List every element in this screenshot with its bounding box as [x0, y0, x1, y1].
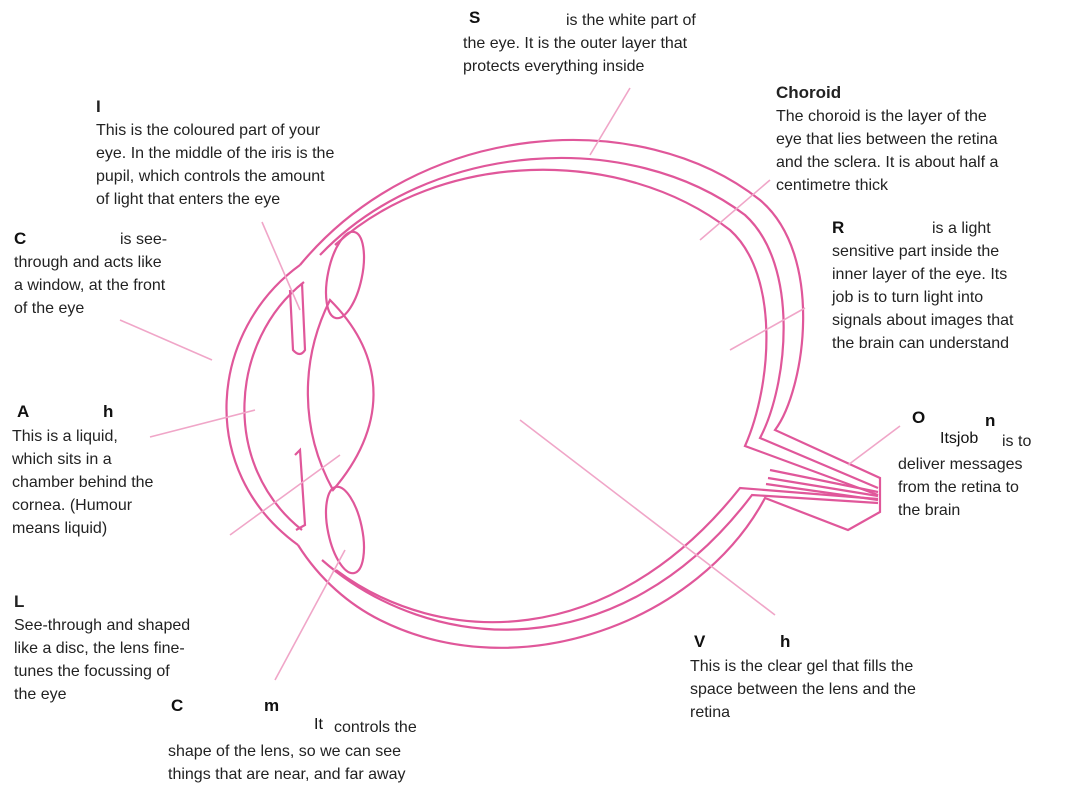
- cornea-outer: [226, 265, 300, 545]
- aqueous-initial-h: h: [103, 402, 113, 422]
- aqueous-initial-a: A: [17, 402, 29, 422]
- iris-description: This is the coloured part of your eye. I…: [96, 119, 406, 211]
- iris-initial: I: [96, 97, 101, 116]
- lens: [308, 300, 374, 490]
- cornea-description: is see- through and acts like a window, …: [14, 228, 214, 320]
- pointer-ciliary: [275, 550, 345, 680]
- optic-initial-n: n: [985, 411, 995, 431]
- sclera-description: is the white part of the eye. It is the …: [463, 9, 763, 78]
- ciliary-it: It: [314, 716, 323, 734]
- cornea-inner: [244, 282, 304, 530]
- aqueous-description: This is a liquid, which sits in a chambe…: [12, 425, 212, 540]
- lens-initial: L: [14, 592, 24, 611]
- pointer-retina: [730, 308, 805, 350]
- lens-label: L See-through and shaped like a disc, th…: [14, 567, 254, 729]
- ciliary-upper: [319, 228, 371, 321]
- optic-description: is to deliver messages from the retina t…: [898, 430, 1068, 522]
- vitreous-initial-h: h: [780, 632, 790, 652]
- lens-description: See-through and shaped like a disc, the …: [14, 614, 254, 706]
- ciliary-description: shape of the lens, so we can see things …: [168, 740, 488, 786]
- pointer-sclera: [590, 88, 630, 155]
- ciliary-initial-c: C: [171, 696, 183, 716]
- iris-label: I This is the coloured part of your eye.…: [96, 72, 406, 234]
- pointer-iris: [262, 222, 300, 310]
- iris-lower: [295, 450, 305, 530]
- pointer-optic: [848, 426, 900, 465]
- pointer-lens: [230, 455, 340, 535]
- vitreous-description: This is the clear gel that fills the spa…: [690, 655, 990, 724]
- retina-description: is a light sensitive part inside the inn…: [832, 217, 1067, 355]
- ciliary-lower: [319, 483, 371, 576]
- optic-initial-o: O: [912, 408, 925, 428]
- ciliary-line1: controls the: [334, 716, 417, 739]
- ciliary-initial-m: m: [264, 696, 279, 716]
- pointer-vitreous: [520, 420, 775, 615]
- vitreous-initial-v: V: [694, 632, 705, 652]
- pointer-cornea: [120, 320, 212, 360]
- choroid-label: Choroid The choroid is the layer of the …: [776, 58, 1066, 220]
- choroid-title: Choroid: [776, 83, 841, 102]
- choroid-description: The choroid is the layer of the eye that…: [776, 105, 1066, 197]
